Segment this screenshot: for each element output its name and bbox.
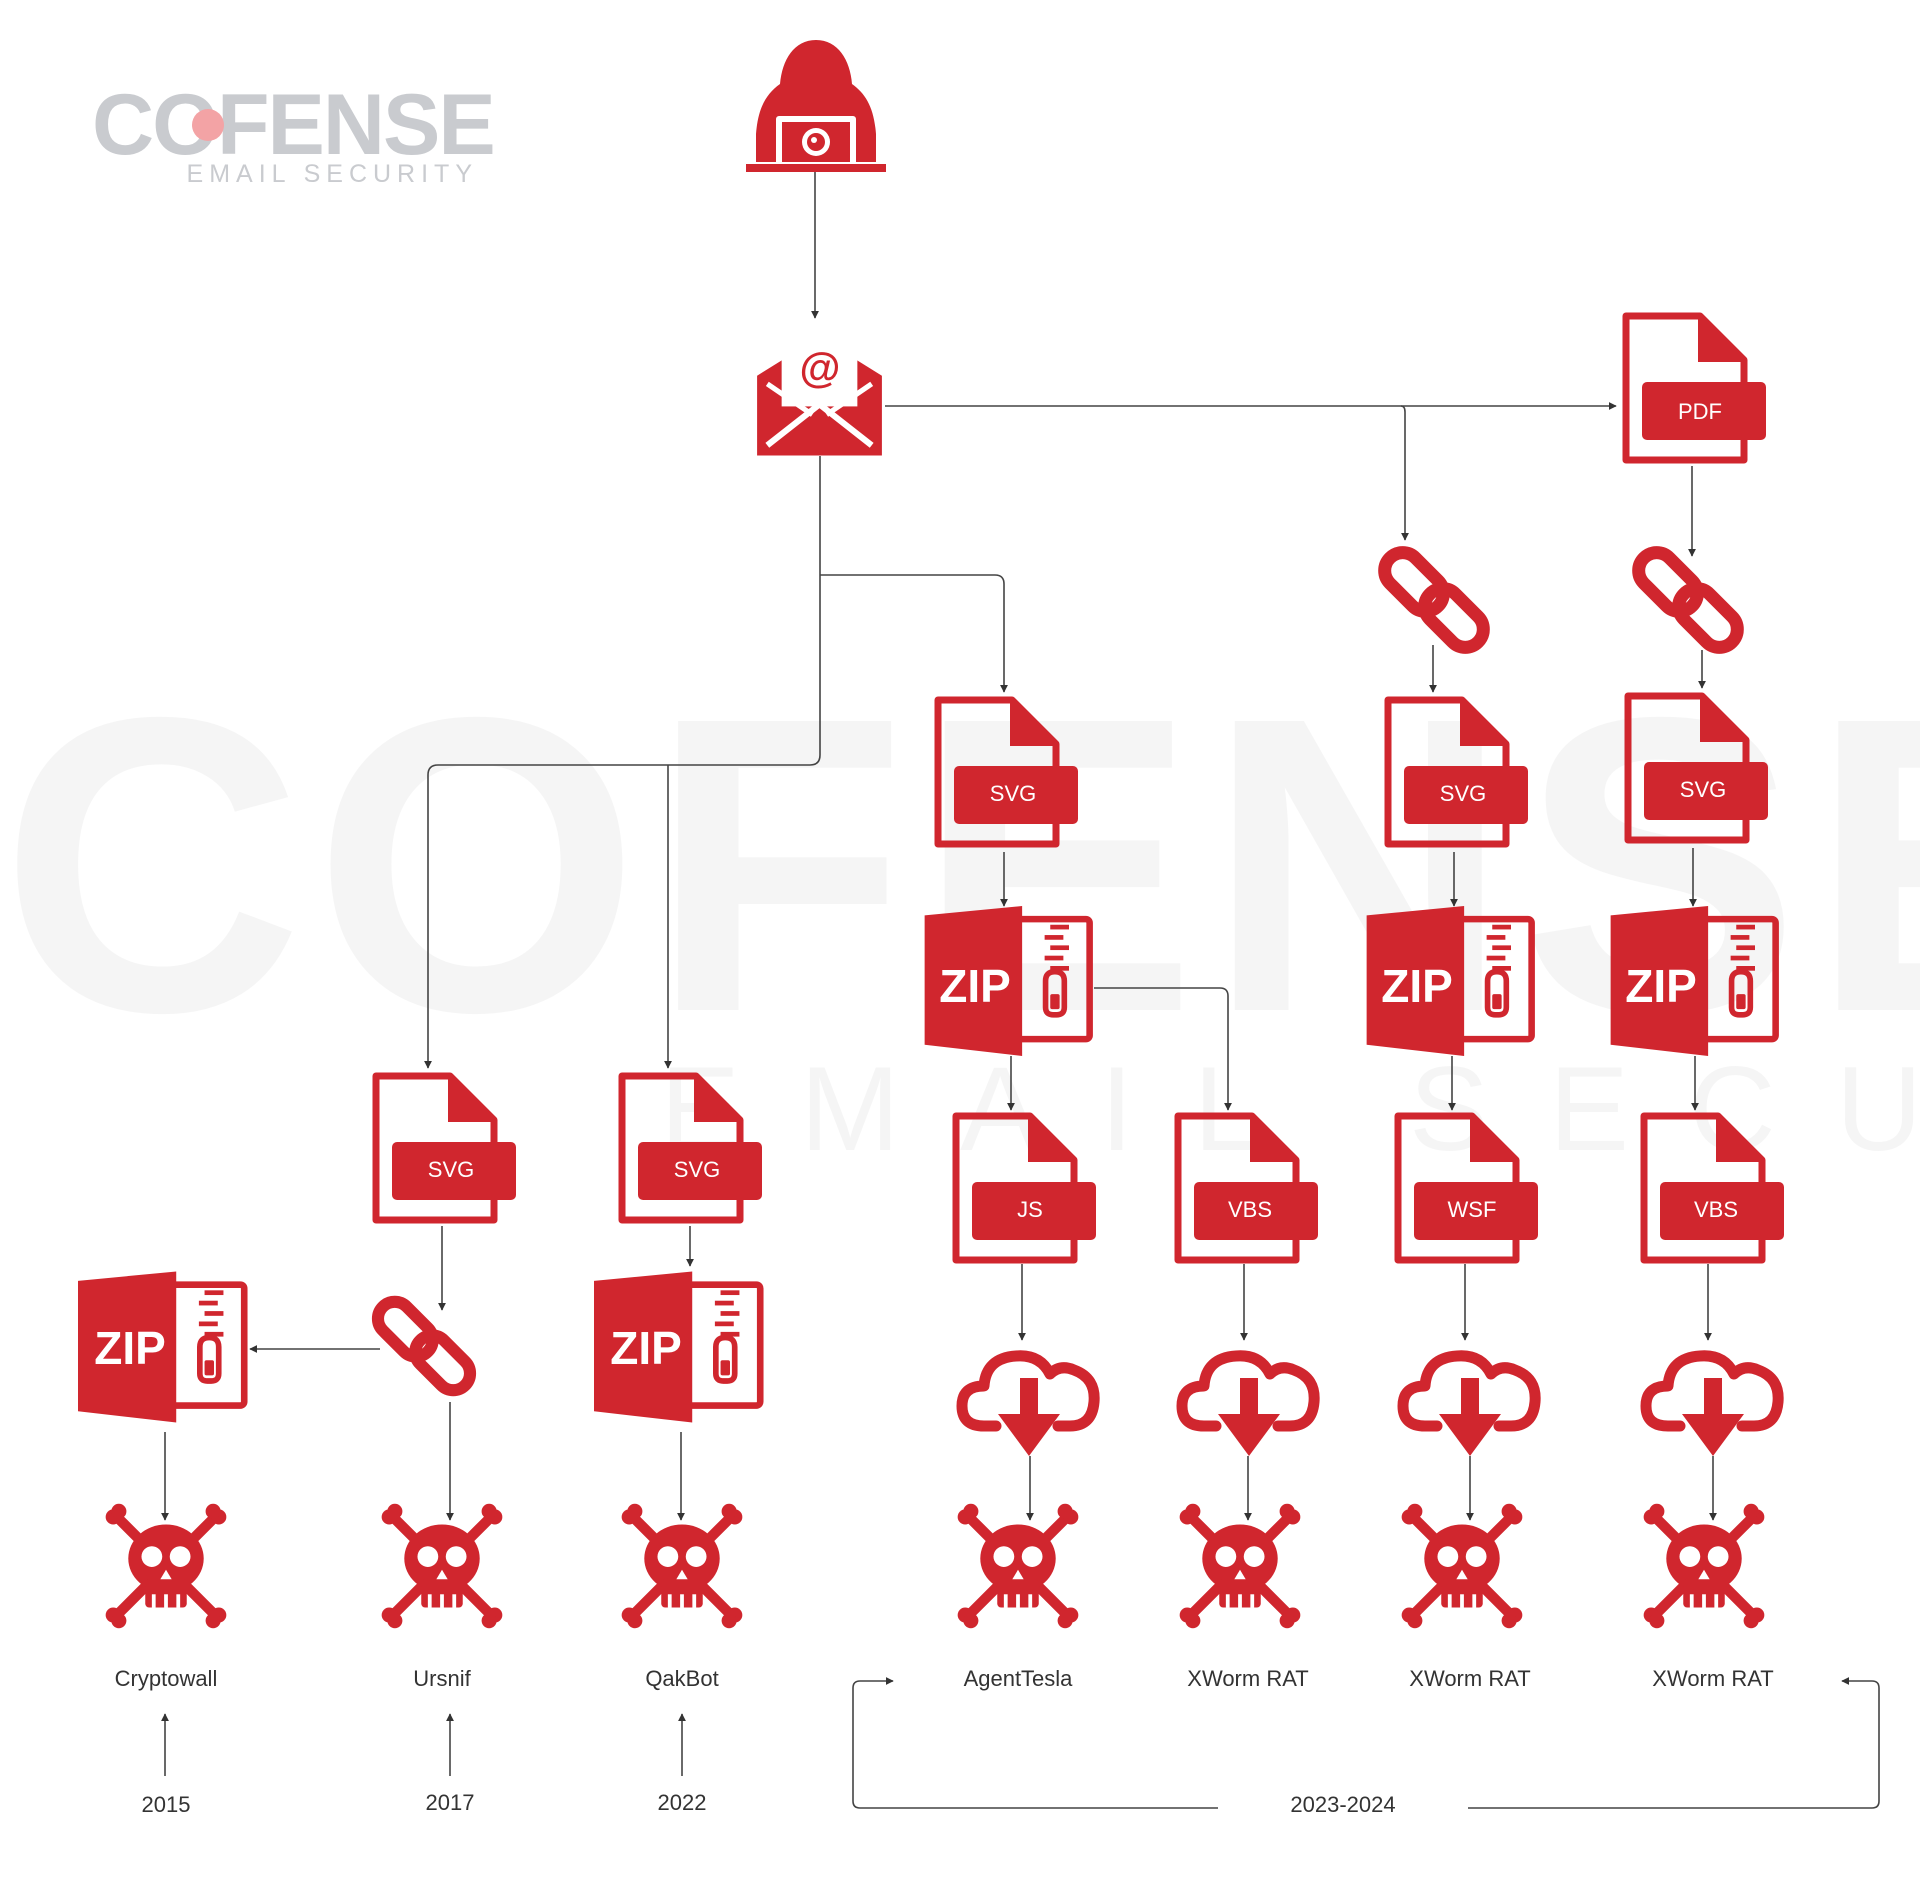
svg-label: SVG: [674, 1157, 720, 1182]
svg-label: SVG: [428, 1157, 474, 1182]
skull-crossbones-icon: [106, 1504, 227, 1628]
pdf-file-node: PDF: [1626, 314, 1766, 460]
at-sign-icon: @: [800, 344, 841, 391]
malware-name-agenttesla: AgentTesla: [964, 1666, 1074, 1691]
connector-year-range-right: [1468, 1677, 1880, 1809]
chain-link-icon: [371, 1295, 477, 1397]
svg-file-node-qakbot: SVG: [622, 1074, 762, 1220]
malware-name-qakbot: QakBot: [645, 1666, 718, 1691]
zip-node-xworm2: ZIP: [1367, 906, 1532, 1056]
zip-node-cryptowall: ZIP: [78, 1271, 244, 1422]
svg-file-node-xworm3: SVG: [1628, 694, 1768, 840]
vbs-file-node-1: VBS: [1178, 1114, 1318, 1260]
svg-label: SVG: [1680, 777, 1726, 802]
pdf-file-icon: [1626, 314, 1766, 460]
logo-tagline: EMAIL SECURITY: [187, 160, 478, 188]
pdf-label: PDF: [1678, 399, 1722, 424]
connector-year-range-left: [852, 1677, 1218, 1809]
connector-email-agenttesla-svg: [820, 574, 1008, 693]
year-range-2023-2024: 2023-2024: [1290, 1792, 1395, 1817]
cloud-download-icon: [1403, 1356, 1535, 1456]
zip-node-xworm3: ZIP: [1611, 906, 1776, 1056]
zip-node-agenttesla: ZIP: [925, 906, 1090, 1056]
malware-name-xworm-1: XWorm RAT: [1187, 1666, 1308, 1691]
js-label: JS: [1017, 1197, 1043, 1222]
year-labels: 2015 2017 2022 2023-2024: [142, 1790, 1396, 1817]
year-2017: 2017: [426, 1790, 475, 1815]
cofense-logo: COFENSE EMAIL SECURITY: [92, 77, 496, 188]
svg-file-node-xworm2: SVG: [1388, 698, 1528, 844]
svg-file-node-ursnif: SVG: [376, 1074, 516, 1220]
malware-name-ursnif: Ursnif: [413, 1666, 471, 1691]
cloud-download-icon: [962, 1356, 1094, 1456]
wsf-label: WSF: [1448, 1197, 1497, 1222]
malware-labels: Cryptowall Ursnif QakBot AgentTesla XWor…: [115, 1666, 1774, 1691]
wsf-file-node: WSF: [1398, 1114, 1538, 1260]
email-node: @: [757, 335, 882, 456]
svg-label: SVG: [990, 781, 1036, 806]
skull-crossbones-icon: [958, 1504, 1079, 1628]
connector-email-ursnif-svg: [424, 456, 821, 1069]
year-2022: 2022: [658, 1790, 707, 1815]
svg-label: SVG: [1440, 781, 1486, 806]
svg-file-node-agenttesla: SVG: [938, 698, 1078, 844]
malware-name-xworm-2: XWorm RAT: [1409, 1666, 1530, 1691]
vbs-label: VBS: [1228, 1197, 1272, 1222]
logo-dot-icon: [192, 109, 224, 141]
zip-label: ZIP: [939, 960, 1011, 1012]
connectors: [161, 170, 1880, 1809]
hacker-icon: [746, 40, 886, 172]
background-watermark: COFENSE EMAIL SECURITY: [0, 631, 1920, 1176]
js-file-node: JS: [956, 1114, 1096, 1260]
skull-crossbones-icon: [1644, 1504, 1765, 1628]
logo-wordmark: COFENSE: [92, 77, 494, 173]
vbs-file-node-2: VBS: [1644, 1114, 1784, 1260]
zip-label: ZIP: [94, 1322, 166, 1374]
skull-crossbones-icon: [1180, 1504, 1301, 1628]
year-2015: 2015: [142, 1792, 191, 1817]
zip-node-qakbot: ZIP: [594, 1271, 760, 1422]
malware-name-cryptowall: Cryptowall: [115, 1666, 218, 1691]
zip-label: ZIP: [1625, 960, 1697, 1012]
zip-label: ZIP: [610, 1322, 682, 1374]
skull-crossbones-icon: [382, 1504, 503, 1628]
connector-email-link: [1400, 405, 1409, 541]
skull-crossbones-icon: [1402, 1504, 1523, 1628]
skull-crossbones-icon: [622, 1504, 743, 1628]
cloud-download-icon: [1646, 1356, 1778, 1456]
connector-zip-vbs: [1094, 987, 1232, 1111]
malware-name-xworm-3: XWorm RAT: [1652, 1666, 1773, 1691]
vbs-label: VBS: [1694, 1197, 1738, 1222]
zip-label: ZIP: [1381, 960, 1453, 1012]
cloud-download-icon: [1182, 1356, 1314, 1456]
